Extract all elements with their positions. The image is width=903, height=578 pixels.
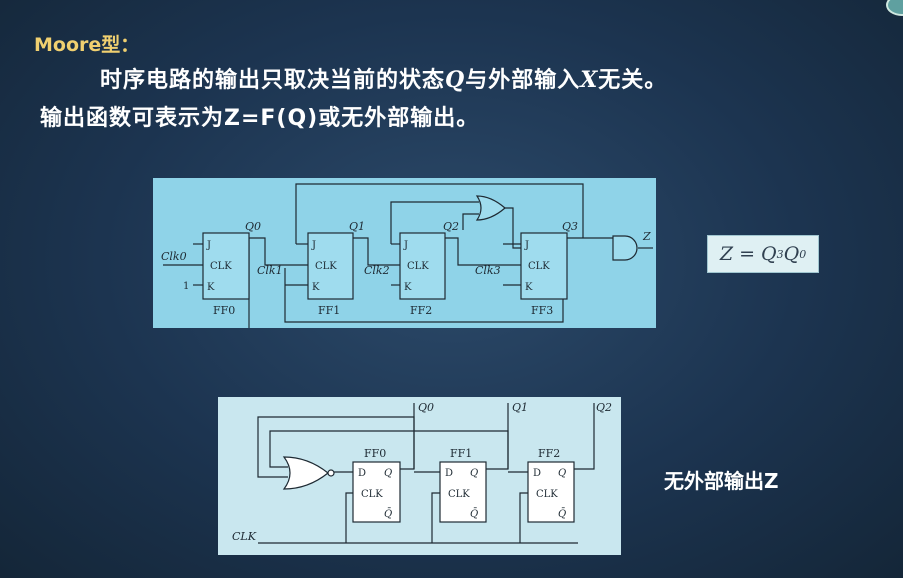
definition-part3: 无关。 bbox=[598, 68, 668, 93]
input-variable: X bbox=[580, 67, 599, 93]
feedback-wire-top bbox=[295, 183, 584, 244]
dff1-clk-label: CLK bbox=[448, 489, 470, 500]
moore-circuit-jk: J CLK K J CLK K J CLK K J CLK K 1 Q0 Q1 … bbox=[153, 178, 656, 328]
eq-term2-sub: 0 bbox=[799, 247, 807, 261]
ff3-k-label: K bbox=[525, 282, 533, 293]
ff0-name: FF0 bbox=[213, 304, 235, 317]
no-output-label: 无外部输出Z bbox=[664, 469, 779, 493]
dff2-clk-label: CLK bbox=[536, 489, 558, 500]
jk-circuit-diagram: J CLK K J CLK K J CLK K J CLK K 1 Q0 Q1 … bbox=[161, 183, 653, 328]
clk3-wire bbox=[445, 237, 521, 266]
corner-decoration bbox=[886, 0, 903, 16]
ff1-box bbox=[307, 232, 354, 300]
ff1-clk-label: CLK bbox=[315, 261, 337, 272]
q2-label: Q2 bbox=[443, 220, 459, 233]
dff0-d-label: D bbox=[358, 468, 366, 479]
clk1-wire bbox=[249, 237, 308, 266]
dff2-q-label: Q bbox=[558, 468, 566, 479]
dff1-box bbox=[439, 461, 487, 523]
q3-label: Q3 bbox=[562, 220, 578, 233]
ff2-box bbox=[399, 232, 446, 300]
eq-sign: = bbox=[739, 243, 755, 265]
z-output-label: Z bbox=[642, 230, 651, 243]
dff2-d-label: D bbox=[533, 468, 541, 479]
ff0-box bbox=[202, 232, 250, 300]
ff2-clk-wire bbox=[519, 492, 528, 543]
dff2-box bbox=[527, 461, 575, 523]
dff0-q-label: Q bbox=[384, 468, 392, 479]
definition-text: 时序电路的输出只取决当前的状态Q与外部输入X无关。 bbox=[100, 62, 667, 94]
dff1-d-label: D bbox=[445, 468, 453, 479]
ff1-j-label: J bbox=[311, 240, 316, 251]
eq-term1: Q bbox=[761, 243, 777, 265]
ff1-k-label: K bbox=[312, 282, 320, 293]
slide-title: Moore型： bbox=[34, 34, 140, 56]
d-circuit-diagram: D Q CLK Q̄ D Q CLK Q̄ D Q CLK Q̄ FF0 FF1… bbox=[232, 401, 612, 544]
ff0-k-label: K bbox=[207, 282, 215, 293]
dff2-qbar-label: Q̄ bbox=[558, 508, 566, 520]
ff3-name: FF3 bbox=[531, 304, 553, 317]
dff1-qbar-label: Q̄ bbox=[470, 508, 478, 520]
q0-label-2: Q0 bbox=[418, 401, 434, 414]
ff1-clk-wire bbox=[431, 492, 440, 543]
or-output-wire bbox=[503, 207, 521, 249]
state-variable: Q bbox=[445, 67, 466, 93]
ff0-clk-wire bbox=[345, 492, 353, 543]
q1-output-wire bbox=[486, 403, 509, 470]
nor-gate-shape bbox=[282, 456, 329, 490]
q0-output-wire bbox=[400, 403, 415, 470]
clock-label: CLK bbox=[232, 530, 257, 543]
q1-label: Q1 bbox=[349, 220, 365, 233]
clk1-label: Clk1 bbox=[257, 264, 283, 277]
dff1-name: FF1 bbox=[450, 447, 472, 460]
const-one-label: 1 bbox=[183, 281, 189, 292]
feedback-wire-bottom bbox=[284, 268, 564, 323]
q2-label-2: Q2 bbox=[596, 401, 612, 414]
ff3-j-label: J bbox=[524, 240, 529, 251]
dff2-name: FF2 bbox=[538, 447, 560, 460]
clk2-label: Clk2 bbox=[364, 264, 390, 277]
or-input-wire-2 bbox=[462, 213, 479, 230]
q0-label: Q0 bbox=[245, 220, 261, 233]
dff0-clk-label: CLK bbox=[361, 489, 383, 500]
ff2-j-label: J bbox=[403, 240, 408, 251]
clk2-wire bbox=[353, 237, 400, 266]
ff1-name: FF1 bbox=[318, 304, 340, 317]
dff0-qbar-label: Q̄ bbox=[384, 508, 392, 520]
eq-term2: Q bbox=[783, 243, 800, 265]
dff0-name: FF0 bbox=[364, 447, 386, 460]
ff0-clk-label: CLK bbox=[210, 261, 232, 272]
output-function-text: 输出函数可表示为Z=F(Q)或无外部输出。 bbox=[40, 106, 480, 131]
ff2-name: FF2 bbox=[410, 304, 432, 317]
q1-label-2: Q1 bbox=[512, 401, 528, 414]
dff0-box bbox=[352, 461, 401, 523]
clk3-label: Clk3 bbox=[475, 264, 501, 277]
definition-part2: 与外部输入 bbox=[465, 68, 581, 93]
ff3-clk-label: CLK bbox=[528, 261, 550, 272]
nor-gate-bubble bbox=[327, 469, 335, 477]
and-gate-shape bbox=[612, 235, 638, 261]
moore-circuit-d: D Q CLK Q̄ D Q CLK Q̄ D Q CLK Q̄ FF0 FF1… bbox=[218, 397, 621, 555]
ff3-box bbox=[520, 232, 568, 300]
or-gate-shape bbox=[475, 195, 506, 221]
eq-lhs: Z bbox=[719, 243, 734, 265]
ff0-j-label: J bbox=[206, 240, 211, 251]
clk0-label: Clk0 bbox=[161, 250, 187, 263]
or-input-wire-1 bbox=[390, 201, 479, 244]
eq-term1-sub: 3 bbox=[776, 247, 784, 261]
definition-part1: 时序电路的输出只取决当前的状态 bbox=[100, 68, 446, 93]
dff1-q-label: Q bbox=[470, 468, 478, 479]
ff2-k-label: K bbox=[404, 282, 412, 293]
q2-output-wire bbox=[574, 403, 595, 470]
ff2-clk-label: CLK bbox=[407, 261, 429, 272]
